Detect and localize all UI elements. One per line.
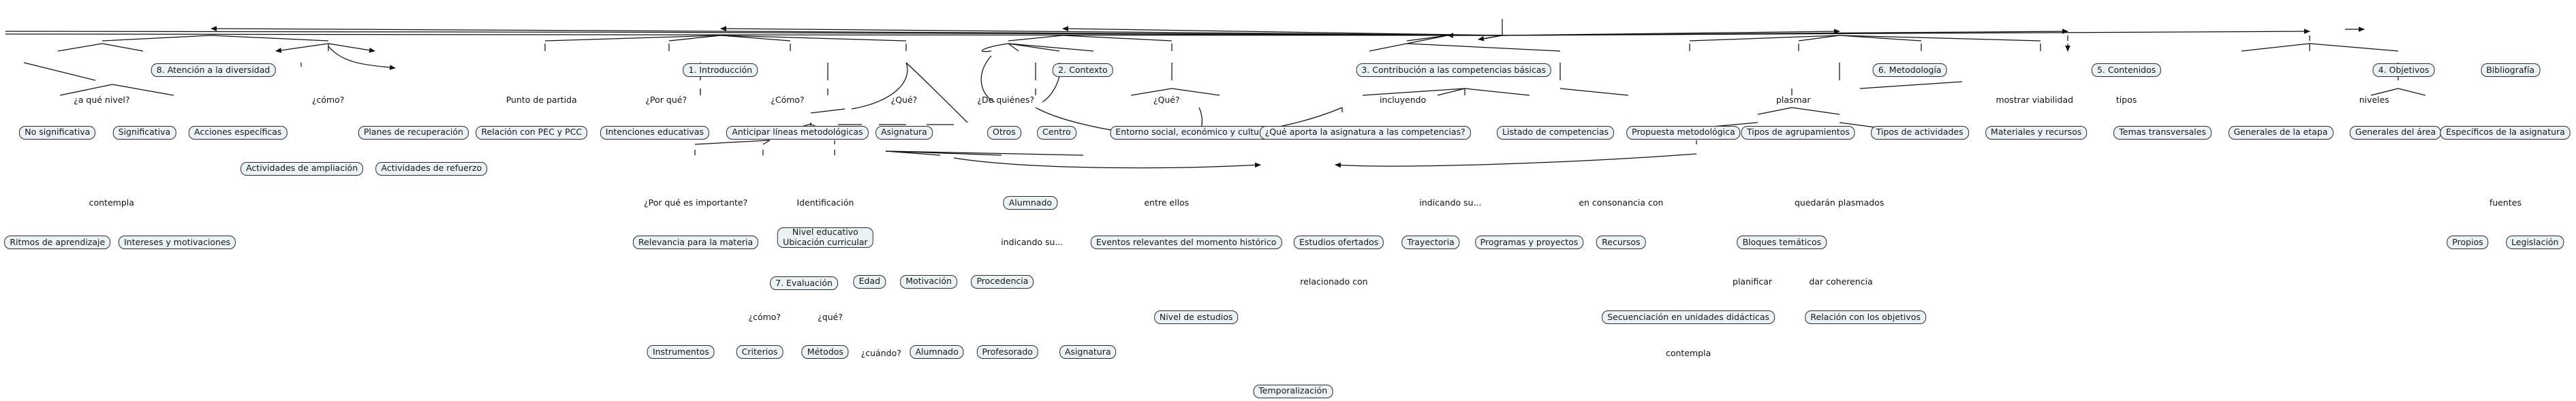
link-label-indicando-su: indicando su... bbox=[1419, 197, 1482, 208]
link-label-cuando: ¿cuándo? bbox=[860, 348, 901, 359]
concept-node-bloques-tematicos[interactable]: Bloques temáticos bbox=[1737, 235, 1827, 249]
concept-node-intereses-y-motivaciones[interactable]: Intereses y motivaciones bbox=[118, 235, 236, 249]
concept-node-acciones-especificas[interactable]: Acciones específicas bbox=[188, 125, 288, 140]
link-label-indicando-su: indicando su... bbox=[1001, 236, 1064, 247]
concept-node-especificos-de-la-asignatura[interactable]: Específicos de la asignatura bbox=[2440, 125, 2571, 140]
concept-node-ritmos-de-aprendizaje[interactable]: Ritmos de aprendizaje bbox=[4, 235, 111, 249]
link-label-como: ¿cómo? bbox=[311, 94, 345, 105]
link-label-plasmar: plasmar bbox=[1775, 94, 1811, 105]
concept-node-2-contexto[interactable]: 2. Contexto bbox=[1053, 63, 1113, 78]
concept-node-temporalizacion[interactable]: Temporalización bbox=[1253, 384, 1333, 398]
link-label-niveles: niveles bbox=[2359, 94, 2389, 105]
concept-node-estudios-ofertados[interactable]: Estudios ofertados bbox=[1294, 235, 1384, 249]
concept-node-anticipar-lineas-metodologicas[interactable]: Anticipar líneas metodológicas bbox=[726, 125, 869, 140]
concept-node-otros[interactable]: Otros bbox=[987, 125, 1021, 140]
concept-node-instrumentos[interactable]: Instrumentos bbox=[647, 344, 715, 359]
concept-node-metodos[interactable]: Métodos bbox=[801, 344, 849, 359]
concept-node-planes-de-recuperacion[interactable]: Planes de recuperación bbox=[358, 125, 469, 140]
concept-node-tipos-de-actividades[interactable]: Tipos de actividades bbox=[1870, 125, 1969, 140]
concept-node-recursos[interactable]: Recursos bbox=[1596, 235, 1646, 249]
concept-node-criterios[interactable]: Criterios bbox=[736, 344, 783, 359]
link-label-como: ¿Cómo? bbox=[771, 94, 805, 105]
link-label-en-consonancia-con: en consonancia con bbox=[1579, 197, 1664, 208]
link-label-de-quienes: ¿De quiénes? bbox=[977, 94, 1035, 105]
concept-node-edad[interactable]: Edad bbox=[853, 274, 886, 289]
link-label-que: ¿Qué? bbox=[890, 94, 918, 105]
link-label-como: ¿cómo? bbox=[748, 312, 781, 323]
concept-node-3-contribucion-a-las-competencias-basicas[interactable]: 3. Contribución a las competencias básic… bbox=[1356, 63, 1552, 78]
link-label-contempla: contempla bbox=[1665, 348, 1711, 359]
concept-node-programas-y-proyectos[interactable]: Programas y proyectos bbox=[1474, 235, 1584, 249]
link-label-por-que-es-importante: ¿Por qué es importante? bbox=[643, 197, 748, 208]
link-label-relacionado-con: relacionado con bbox=[1300, 276, 1368, 287]
concept-node-propuesta-metodologica[interactable]: Propuesta metodológica bbox=[1626, 125, 1741, 140]
link-label-entre-ellos: entre ellos bbox=[1144, 197, 1190, 208]
concept-node-6-metodologia[interactable]: 6. Metodología bbox=[1872, 63, 1947, 78]
concept-node-profesorado[interactable]: Profesorado bbox=[976, 344, 1038, 359]
concept-node-relacion-con-los-objetivos[interactable]: Relación con los objetivos bbox=[1805, 310, 1926, 325]
concept-node-relacion-con-pec-y-pcc[interactable]: Relación con PEC y PCC bbox=[476, 125, 588, 140]
link-label-mostrar-viabilidad: mostrar viabilidad bbox=[1996, 94, 2074, 105]
concept-node-line: Nivel educativo bbox=[792, 227, 858, 238]
link-label-a-que-nivel: ¿a qué nivel? bbox=[74, 94, 130, 105]
concept-node-propios[interactable]: Propios bbox=[2447, 235, 2489, 249]
concept-node-1-introduccion[interactable]: 1. Introducción bbox=[683, 63, 758, 78]
concept-node-secuenciacion-en-unidades-didacticas[interactable]: Secuenciación en unidades didácticas bbox=[1602, 310, 1775, 325]
concept-node-significativa[interactable]: Significativa bbox=[112, 125, 176, 140]
concept-node-generales-de-la-etapa[interactable]: Generales de la etapa bbox=[2228, 125, 2333, 140]
concept-node-5-contenidos[interactable]: 5. Contenidos bbox=[2091, 63, 2162, 78]
concept-node-actividades-de-ampliacion[interactable]: Actividades de ampliación bbox=[240, 161, 364, 176]
link-label-dar-coherencia: dar coherencia bbox=[1809, 276, 1873, 287]
concept-node-alumnado[interactable]: Alumnado bbox=[910, 344, 964, 359]
link-label-que: ¿Qué? bbox=[1153, 94, 1180, 105]
link-label-incluyendo: incluyendo bbox=[1379, 94, 1427, 105]
concept-node-temas-transversales[interactable]: Temas transversales bbox=[2113, 125, 2212, 140]
link-label-tipos: tipos bbox=[2115, 94, 2137, 105]
link-label-contempla: contempla bbox=[89, 197, 134, 208]
link-label-punto-de-partida: Punto de partida bbox=[506, 94, 577, 105]
concept-node-line: Ubicación curricular bbox=[783, 236, 868, 247]
concept-node-generales-del-area[interactable]: Generales del área bbox=[2349, 125, 2442, 140]
concept-node-centro[interactable]: Centro bbox=[1037, 125, 1076, 140]
link-label-fuentes: fuentes bbox=[2489, 197, 2521, 208]
concept-node-tipos-de-agrupamientos[interactable]: Tipos de agrupamientos bbox=[1741, 125, 1855, 140]
concept-node-entorno-social-economico-y-cultural[interactable]: Entorno social, económico y cultural bbox=[1110, 125, 1276, 140]
concept-node-8-atencion-a-la-diversidad[interactable]: 8. Atención a la diversidad bbox=[151, 63, 276, 78]
concept-node-no-significativa[interactable]: No significativa bbox=[19, 125, 96, 140]
link-label-planificar: planificar bbox=[1733, 276, 1773, 287]
concept-node-bibliografia[interactable]: Bibliografía bbox=[2481, 63, 2541, 78]
concept-node-alumnado[interactable]: Alumnado bbox=[1003, 196, 1058, 210]
concept-node-trayectoria[interactable]: Trayectoria bbox=[1401, 235, 1460, 249]
concept-node-listado-de-competencias[interactable]: Listado de competencias bbox=[1497, 125, 1615, 140]
link-label-que: ¿qué? bbox=[818, 312, 843, 323]
concept-node-eventos-relevantes-del-momento-historico[interactable]: Eventos relevantes del momento histórico bbox=[1090, 235, 1282, 249]
link-label-por-que: ¿Por qué? bbox=[645, 94, 687, 105]
concept-node-nivel-de-estudios[interactable]: Nivel de estudios bbox=[1153, 310, 1239, 325]
concept-node-legislacion[interactable]: Legislación bbox=[2506, 235, 2564, 249]
concept-node-procedencia[interactable]: Procedencia bbox=[971, 274, 1034, 289]
concept-node-asignatura[interactable]: Asignatura bbox=[875, 125, 933, 140]
concept-node-intenciones-educativas[interactable]: Intenciones educativas bbox=[600, 125, 710, 140]
concept-node-asignatura[interactable]: Asignatura bbox=[1059, 344, 1117, 359]
link-label-quedaran-plasmados: quedarán plasmados bbox=[1794, 197, 1884, 208]
link-label-identificacion: Identificación bbox=[796, 197, 854, 208]
concept-node-motivacion[interactable]: Motivación bbox=[900, 274, 957, 289]
concept-node-materiales-y-recursos[interactable]: Materiales y recursos bbox=[1985, 125, 2088, 140]
concept-node-7-evaluacion[interactable]: 7. Evaluación bbox=[770, 276, 838, 290]
concept-node-relevancia-para-la-materia[interactable]: Relevancia para la materia bbox=[633, 235, 759, 249]
concept-node-que-aporta-la-asignatura-a-las-competencias[interactable]: ¿Qué aporta la asignatura a las competen… bbox=[1259, 125, 1471, 140]
concept-node-actividades-de-refuerzo[interactable]: Actividades de refuerzo bbox=[375, 161, 488, 176]
concept-node-4-objetivos[interactable]: 4. Objetivos bbox=[2372, 63, 2435, 78]
